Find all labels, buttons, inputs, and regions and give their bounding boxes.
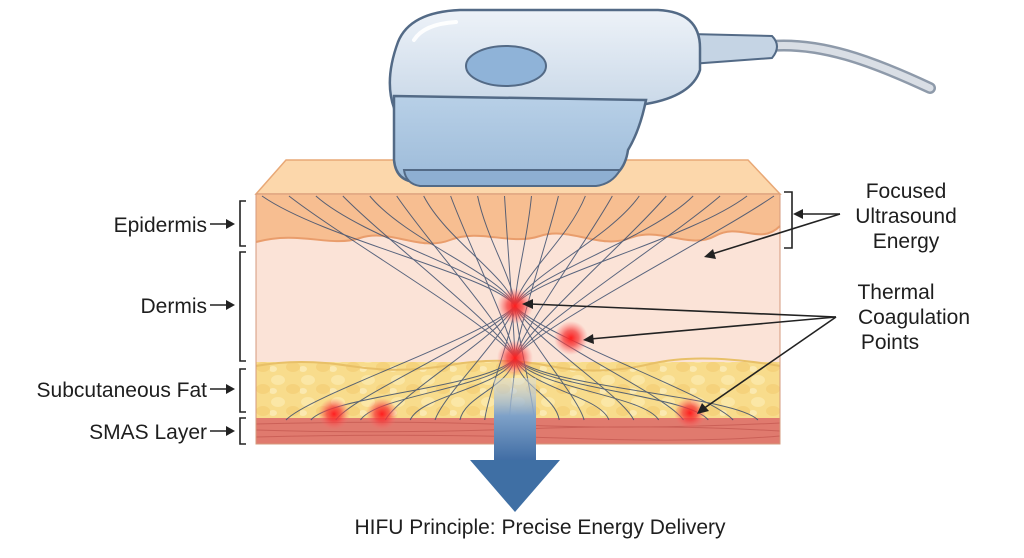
hotspot-right-dermis <box>554 321 588 355</box>
hotspot-smas-right <box>674 397 706 429</box>
label-thermal-line3: Points <box>861 331 919 354</box>
label-focused-line1: Focused <box>866 180 947 203</box>
left-labels: Epidermis Dermis Subcutaneous Fat SMAS L… <box>37 200 246 445</box>
thermal-points <box>318 288 706 430</box>
hotspot-smas-center-left <box>366 398 398 430</box>
label-subcutaneous-fat: Subcutaneous Fat <box>37 379 208 402</box>
label-thermal-line2: Coagulation <box>858 306 970 329</box>
down-arrow-icon <box>470 378 560 512</box>
label-smas: SMAS Layer <box>89 421 207 444</box>
caption: HIFU Principle: Precise Energy Delivery <box>354 516 726 539</box>
ultrasound-transducer-icon <box>388 8 936 187</box>
hotspot-smas-left <box>318 398 350 430</box>
label-epidermis: Epidermis <box>114 214 207 237</box>
label-thermal-line1: Thermal <box>857 281 934 304</box>
label-focused-line2: Ultrasound <box>855 205 957 228</box>
right-labels: Focused Ultrasound Energy Thermal Coagul… <box>522 180 970 414</box>
hotspot-focal-upper <box>497 288 533 324</box>
epidermis-layer <box>256 194 780 244</box>
transducer-button <box>465 45 547 87</box>
label-focused-line3: Energy <box>873 230 940 253</box>
hotspot-focal-lower <box>497 340 533 376</box>
label-dermis: Dermis <box>141 295 208 318</box>
